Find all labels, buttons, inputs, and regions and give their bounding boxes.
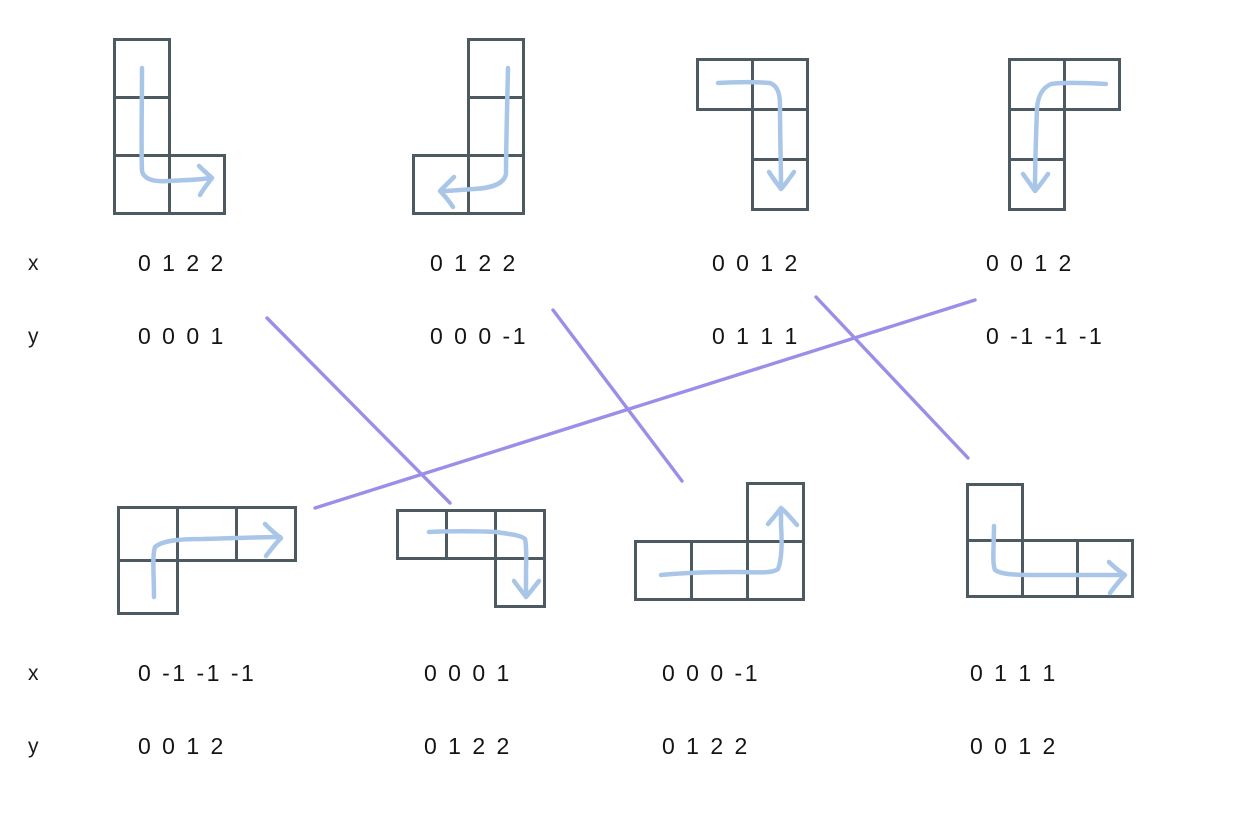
arrow-right-then-down <box>426 529 542 600</box>
arrow-down-then-left <box>437 65 511 210</box>
top-1-y-values: 0 0 0 1 <box>138 323 226 349</box>
connector-4 <box>814 295 970 460</box>
shape-top-4[interactable] <box>1008 58 1178 218</box>
connector-1 <box>265 316 452 505</box>
bottom-3-x-values: 0 0 0 -1 <box>662 660 760 686</box>
grid-cells <box>117 506 297 615</box>
bottom-1-y-values: 0 0 1 2 <box>138 733 226 759</box>
top-row-x-axis-label: x <box>28 252 39 275</box>
top-2-x-values: 0 1 2 2 <box>430 250 518 276</box>
bottom-row-y-axis-label: y <box>28 735 39 758</box>
bottom-row-x-axis-label: x <box>28 662 39 685</box>
shape-bottom-4[interactable] <box>966 483 1196 613</box>
grid-cells <box>412 38 525 215</box>
top-3-x-values: 0 0 1 2 <box>712 250 800 276</box>
top-2-y-values: 0 0 0 -1 <box>430 323 528 349</box>
grid-cells <box>113 38 226 215</box>
grid-cells <box>634 482 805 601</box>
arrow-left-then-down <box>1020 80 1109 194</box>
shape-top-2[interactable] <box>412 38 582 216</box>
shape-top-1[interactable] <box>113 38 283 216</box>
shape-bottom-3[interactable] <box>634 482 854 612</box>
arrow-down-then-right <box>991 523 1128 596</box>
arrow-up-then-right <box>151 521 284 600</box>
shape-bottom-2[interactable] <box>396 509 616 639</box>
connector-2 <box>551 308 684 483</box>
shape-top-3[interactable] <box>696 58 866 218</box>
bottom-2-y-values: 0 1 2 2 <box>424 733 512 759</box>
connector-3 <box>313 298 977 510</box>
top-3-y-values: 0 1 1 1 <box>712 323 800 349</box>
bottom-2-x-values: 0 0 0 1 <box>424 660 512 686</box>
top-row-y-axis-label: y <box>28 325 39 348</box>
bottom-4-x-values: 0 1 1 1 <box>970 660 1058 686</box>
shape-bottom-1[interactable] <box>117 506 347 636</box>
bottom-1-x-values: 0 -1 -1 -1 <box>138 660 257 686</box>
bottom-3-y-values: 0 1 2 2 <box>662 733 750 759</box>
top-4-y-values: 0 -1 -1 -1 <box>986 323 1105 349</box>
arrow-down-then-right <box>139 65 215 198</box>
top-1-x-values: 0 1 2 2 <box>138 250 226 276</box>
bottom-4-y-values: 0 0 1 2 <box>970 733 1058 759</box>
arrow-right-then-down <box>715 80 797 192</box>
top-4-x-values: 0 0 1 2 <box>986 250 1074 276</box>
